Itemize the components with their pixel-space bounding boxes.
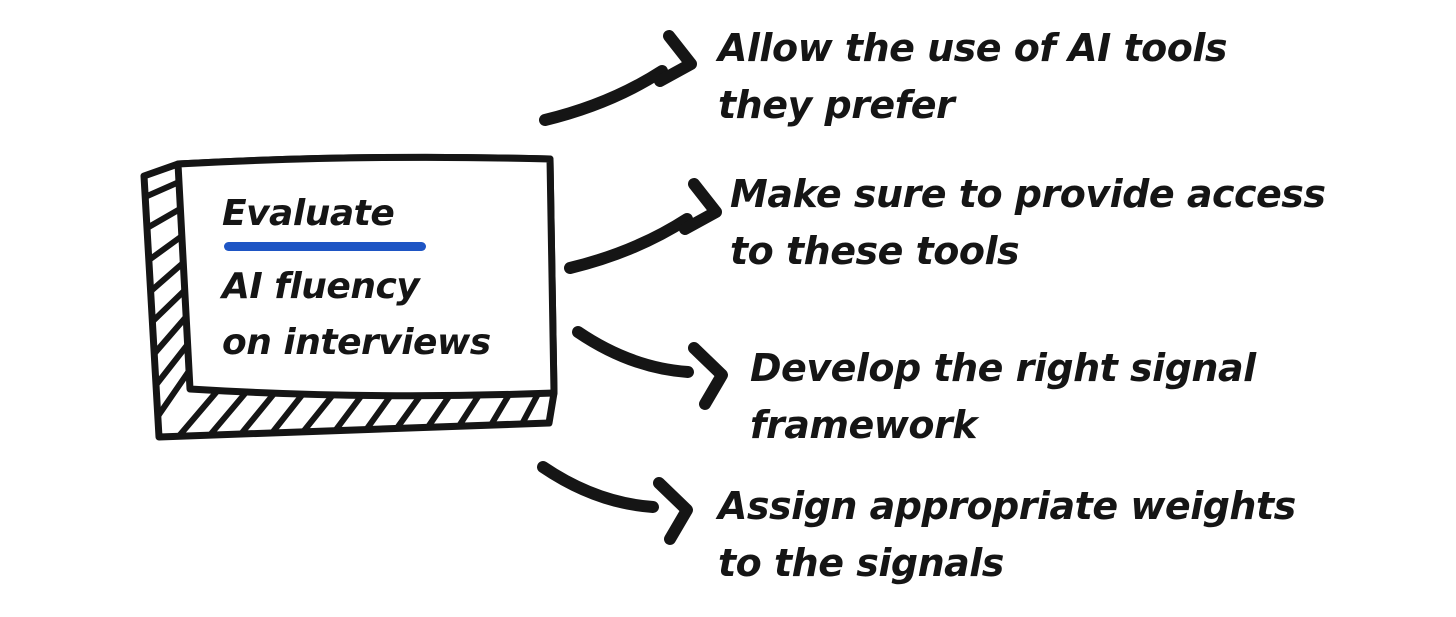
card-left-hatching [142, 179, 192, 419]
card-line-1: AI fluency [222, 266, 420, 307]
branch-1-line-2: they prefer [718, 83, 955, 127]
branch-1-line-1: Allow the use of AI tools [718, 26, 1227, 70]
branch-3-line-1: Develop the right signal [750, 346, 1256, 390]
evaluate-card: Evaluate AI fluency on interviews [222, 190, 542, 371]
sketch-card-frame [140, 153, 558, 441]
curved-arrow-up-icon [564, 178, 722, 274]
card-title: Evaluate [222, 193, 395, 234]
branch-text: Develop the right signal framework [750, 340, 1256, 454]
branch-2-line-2: to these tools [730, 229, 1020, 273]
card-line-2: on interviews [222, 322, 491, 363]
card-front-face [174, 153, 558, 400]
title-underline [224, 242, 426, 251]
branch-text: Assign appropriate weights to the signal… [718, 478, 1296, 592]
branch-4-line-1: Assign appropriate weights [718, 484, 1296, 528]
branch-2-line-1: Make sure to provide access [730, 172, 1326, 216]
branch-4-line-2: to the signals [718, 541, 1004, 585]
branch-text: Allow the use of AI tools they prefer [718, 20, 1227, 134]
curved-arrow-down-icon [537, 461, 693, 545]
branch-text: Make sure to provide access to these too… [730, 166, 1326, 280]
curved-arrow-down-icon [572, 326, 728, 410]
curved-arrow-up-icon [539, 30, 697, 126]
branch-3-line-2: framework [750, 403, 978, 447]
